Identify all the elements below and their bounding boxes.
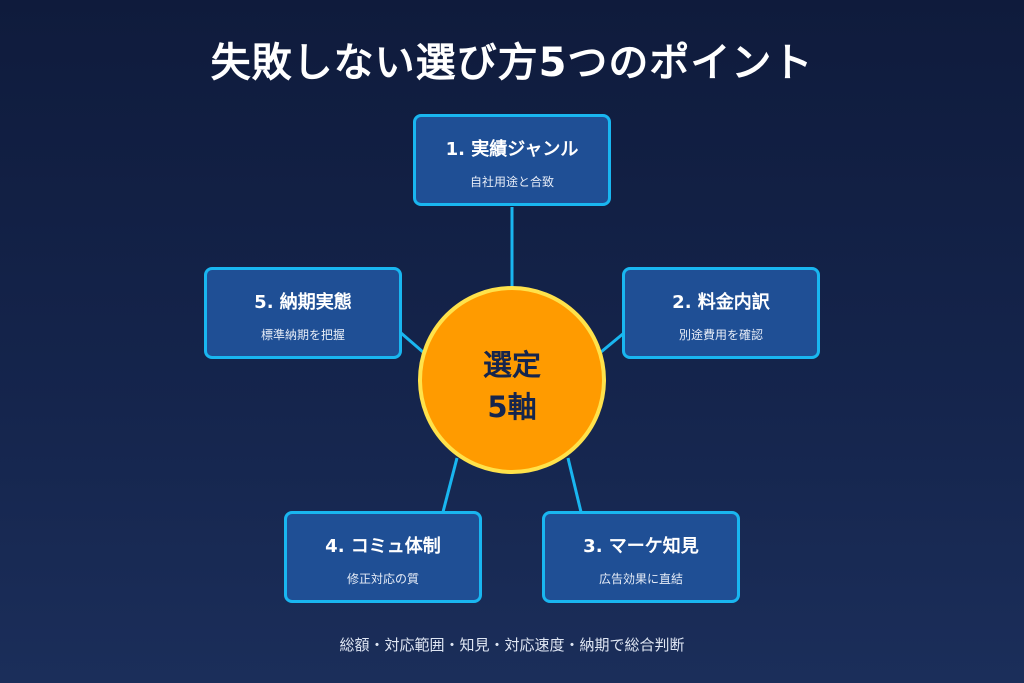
point-title: 5. 納期実態 [254, 292, 352, 313]
point-title: 2. 料金内訳 [672, 292, 770, 313]
hub-label-top: 選定 [482, 348, 541, 382]
point-node-3: 3. マーケ知見 広告効果に直結 [542, 511, 740, 603]
point-node-4: 4. コミュ体制 修正対応の質 [284, 511, 482, 603]
point-subtitle: 広告効果に直結 [598, 572, 683, 586]
point-node-1: 1. 実績ジャンル 自社用途と合致 [413, 114, 611, 206]
point-title: 1. 実績ジャンル [445, 139, 579, 160]
connector-5 [400, 331, 424, 354]
point-subtitle: 別途費用を確認 [678, 328, 763, 342]
connector-4 [441, 457, 459, 513]
hub-label-bottom: 5軸 [487, 390, 537, 424]
diagram-title: 失敗しない選び方5つのポイント [210, 40, 814, 86]
center-hub: 選定 5軸 [418, 286, 606, 474]
point-subtitle: 修正対応の質 [346, 572, 419, 586]
summary-footer: 総額・対応範囲・知見・対応速度・納期で総合判断 [339, 636, 685, 654]
point-subtitle: 標準納期を把握 [260, 328, 345, 342]
point-node-5: 5. 納期実態 標準納期を把握 [204, 267, 402, 359]
point-node-2: 2. 料金内訳 別途費用を確認 [622, 267, 820, 359]
point-subtitle: 自社用途と合致 [469, 175, 554, 189]
point-title: 3. マーケ知見 [583, 536, 699, 557]
connector-2 [600, 331, 625, 354]
point-title: 4. コミュ体制 [325, 536, 441, 557]
connector-3 [566, 457, 583, 513]
